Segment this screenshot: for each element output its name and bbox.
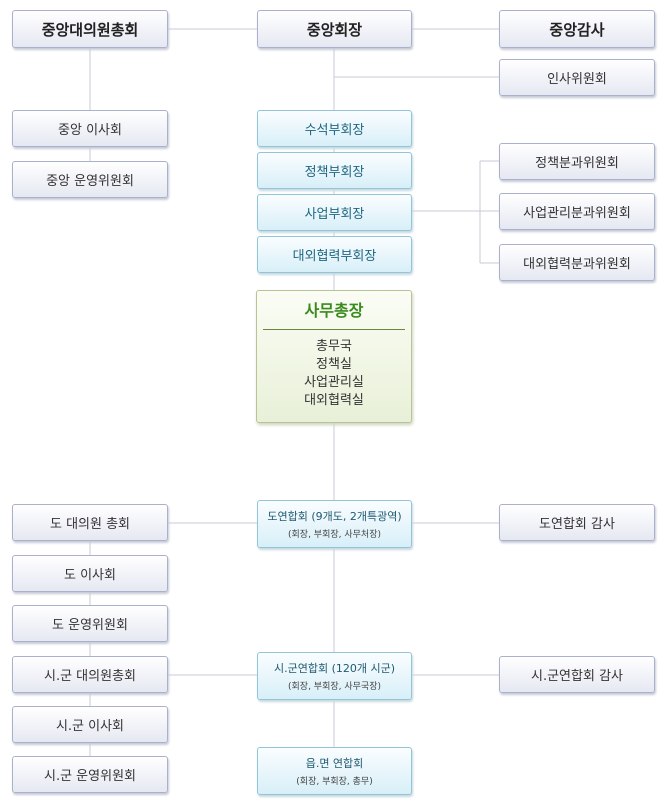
personnel-committee-box: 인사위원회 — [499, 59, 655, 96]
city-operating-committee-box: 시.군 운영위원회 — [12, 756, 168, 793]
secretary-general-box: 사무총장 총무국 정책실 사업관리실 대외협력실 — [256, 290, 412, 423]
city-federation-officers: (회장, 부회장, 사무국장) — [288, 682, 381, 692]
department-policy: 정책실 — [316, 357, 352, 372]
senior-vice-president-box: 수석부회장 — [257, 110, 412, 147]
provincial-board-box: 도 이사회 — [12, 555, 168, 592]
provincial-assembly-box: 도 대의원 총회 — [12, 504, 168, 541]
department-general-affairs: 총무국 — [316, 339, 352, 354]
provincial-federation-label: 도연합회 (9개도, 2개특광역) — [267, 510, 402, 523]
central-operating-committee-box: 중앙 운영위원회 — [12, 161, 168, 198]
town-federation-box: 읍.면 연합회 (회장, 부회장, 총무) — [257, 747, 412, 795]
city-federation-label: 시.군연합회 (120개 시군) — [273, 662, 396, 675]
provincial-federation-box: 도연합회 (9개도, 2개특광역) (회장, 부회장, 사무처장) — [257, 500, 412, 548]
secretary-general-divider — [263, 329, 405, 330]
central-board-box: 중앙 이사회 — [12, 110, 168, 147]
department-external: 대외협력실 — [304, 393, 364, 408]
president-box: 중앙회장 — [257, 10, 412, 48]
business-vice-president-box: 사업부회장 — [257, 194, 412, 231]
provincial-auditor-box: 도연합회 감사 — [499, 504, 655, 541]
town-federation-label: 읍.면 연합회 — [305, 757, 364, 770]
policy-vice-president-box: 정책부회장 — [257, 152, 412, 189]
provincial-federation-officers: (회장, 부회장, 사무처장) — [288, 530, 381, 540]
department-business: 사업관리실 — [304, 375, 364, 390]
external-subcommittee-box: 대외협력분과위원회 — [499, 244, 655, 281]
city-assembly-box: 시.군 대의원총회 — [12, 656, 168, 693]
city-auditor-box: 시.군연합회 감사 — [499, 656, 655, 693]
city-federation-box: 시.군연합회 (120개 시군) (회장, 부회장, 사무국장) — [257, 652, 412, 700]
central-auditor-box: 중앙감사 — [499, 10, 655, 48]
secretary-general-title: 사무총장 — [304, 301, 364, 320]
provincial-operating-committee-box: 도 운영위원회 — [12, 605, 168, 642]
business-subcommittee-box: 사업관리분과위원회 — [499, 193, 655, 230]
city-board-box: 시.군 이사회 — [12, 706, 168, 743]
external-vice-president-box: 대외협력부회장 — [257, 236, 412, 273]
town-federation-officers: (회장, 부회장, 총무) — [296, 777, 373, 787]
policy-subcommittee-box: 정책분과위원회 — [499, 143, 655, 180]
central-assembly-box: 중앙대의원총회 — [12, 10, 168, 48]
